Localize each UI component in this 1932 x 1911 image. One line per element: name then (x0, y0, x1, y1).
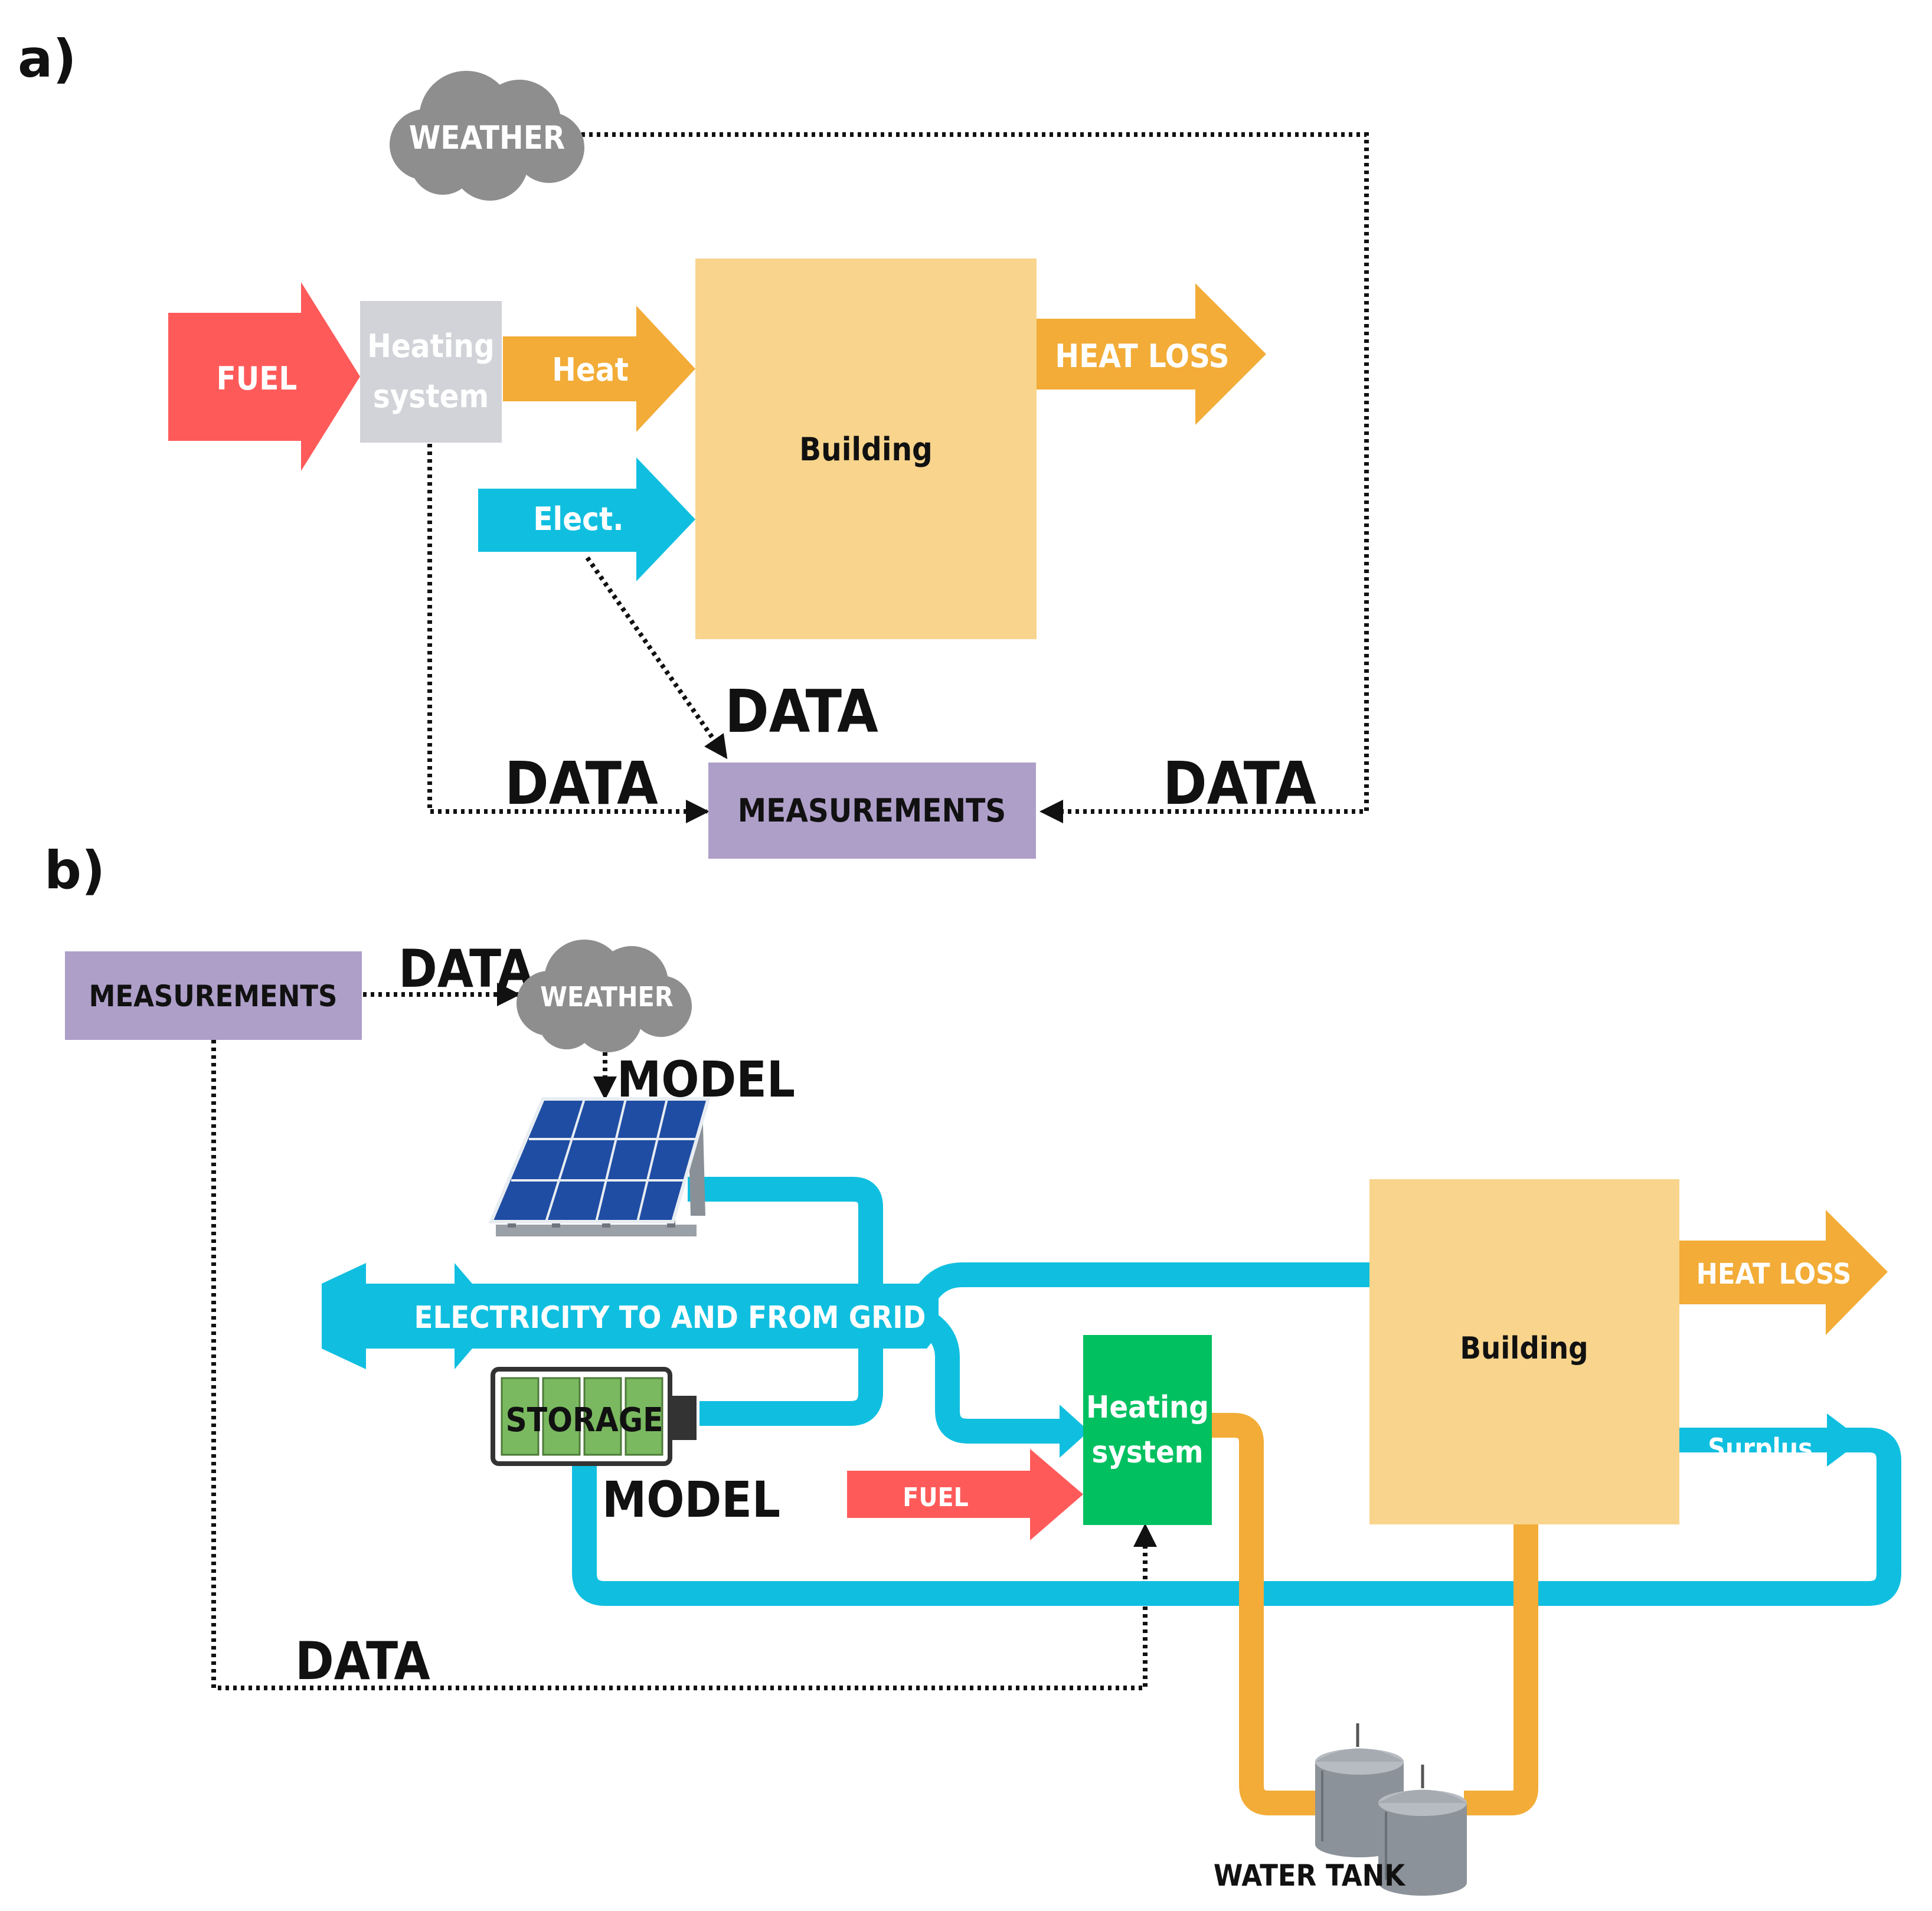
storage-battery-icon (491, 1367, 697, 1466)
data-label-a-left: DATA (505, 749, 658, 818)
heating-elec-arrowhead (1060, 1405, 1089, 1458)
panel-b-data-lines (211, 983, 1157, 1690)
panel-a-label: a) (18, 28, 77, 89)
heat-pipes (1210, 1413, 1538, 1815)
heating-label-b-2: system (1091, 1435, 1203, 1470)
weather-cloud-a (390, 71, 584, 201)
building-b (1369, 1179, 1679, 1524)
measurements-label-b: MEASUREMENTS (89, 979, 338, 1013)
heating-label-a-1: Heating (367, 328, 495, 365)
surplus-arrowhead (1827, 1413, 1862, 1467)
surplus-pipe (572, 1428, 1901, 1606)
data-label-a-right: DATA (1163, 749, 1316, 818)
fuel-label-b: FUEL (903, 1483, 968, 1513)
elect-arrow-a (478, 457, 695, 581)
heating-data-line (427, 444, 710, 823)
heating-label-a-2: system (373, 378, 489, 415)
data-label-b-weather: DATA (398, 938, 534, 999)
heat-loss-arrow-a (1037, 283, 1266, 425)
fuel-arrow-b (847, 1449, 1083, 1540)
data-label-b-bottom: DATA (295, 1631, 430, 1691)
heat-label-a: Heat (552, 351, 629, 388)
water-tank-label: WATER TANK (1214, 1858, 1406, 1893)
measurements-label-a: MEASUREMENTS (738, 792, 1006, 829)
building-label-a: Building (799, 431, 933, 468)
weather-label-a: WEATHER (409, 119, 565, 156)
fuel-label-a: FUEL (217, 360, 298, 397)
heat-loss-label-a: HEAT LOSS (1055, 338, 1229, 375)
fuel-arrow-a (168, 282, 360, 471)
surplus-label: Surplus (1708, 1432, 1813, 1464)
heating-elec-pipe (920, 1311, 1060, 1444)
building-label-b: Building (1460, 1331, 1588, 1366)
data-label-a-top: DATA (725, 677, 878, 746)
heating-to-tank-pipe (1210, 1413, 1322, 1815)
panel-a-data-lines (427, 132, 1369, 823)
water-tank-icon (1315, 1723, 1467, 1896)
heating-label-b-1: Heating (1086, 1390, 1209, 1425)
building-elec-pipe (913, 1262, 1369, 1307)
heating-system-a (360, 301, 502, 443)
heat-loss-arrow-b (1679, 1210, 1888, 1335)
heating-system-b (1083, 1335, 1212, 1525)
weather-data-line (581, 132, 1369, 823)
elect-label-a: Elect. (533, 500, 623, 538)
measurements-box-b (65, 951, 362, 1040)
grid-arrow (322, 1263, 939, 1369)
measurements-box-a (708, 763, 1036, 859)
heat-arrow-a (503, 306, 695, 432)
grid-label: ELECTRICITY TO AND FROM GRID (414, 1300, 926, 1336)
storage-label: STORAGE (505, 1401, 663, 1439)
weather-label-b: WEATHER (540, 981, 674, 1013)
building-a (695, 258, 1037, 639)
heat-loss-label-b: HEAT LOSS (1696, 1258, 1851, 1291)
weather-cloud-b (516, 940, 692, 1052)
panel-b-label: b) (44, 840, 105, 901)
solar-panel-icon (488, 1097, 711, 1236)
elect-data-line (585, 556, 728, 760)
model-label-storage: MODEL (602, 1471, 780, 1529)
tank-to-building-pipe (1464, 1523, 1538, 1815)
measurements-heating-line (211, 1040, 1157, 1690)
